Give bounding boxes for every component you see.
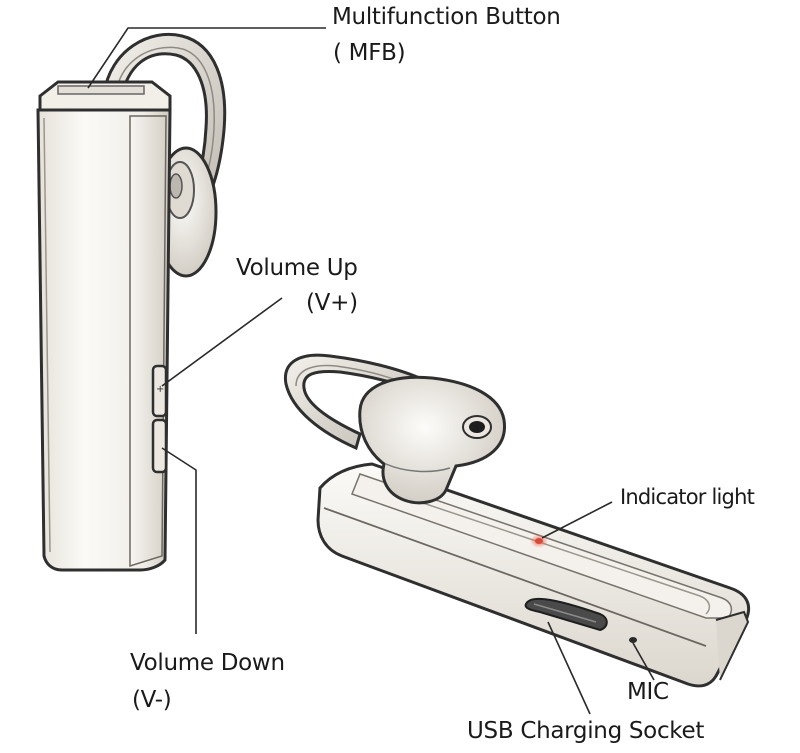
usb-socket-label: USB Charging Socket	[467, 718, 705, 744]
volume-down-label: Volume Down	[130, 650, 285, 676]
volume-up-label: Volume Up	[236, 255, 358, 281]
right-headset	[283, 353, 751, 688]
mfb-callout-line	[87, 27, 326, 89]
callout-lines	[87, 27, 655, 715]
mfb-label: Multifunction Button	[332, 4, 561, 30]
indicator-light-label: Indicator light	[620, 485, 755, 509]
left-volume-up-button	[151, 364, 168, 418]
mfb-abbrev-label: ( MFB)	[333, 40, 406, 66]
mic-callout-line	[632, 642, 655, 681]
right-ear-bud	[358, 375, 506, 505]
left-volume-down-button	[151, 418, 168, 474]
indicator-callout-line	[541, 501, 613, 539]
usb-callout-line	[547, 621, 591, 715]
svg-text:+: +	[156, 384, 164, 395]
volume-down-abbrev-label: (V-)	[132, 687, 172, 713]
mic-hole	[629, 637, 637, 643]
volume-down-callout-line	[161, 447, 197, 634]
usb-charging-socket	[524, 597, 608, 632]
volume-up-abbrev-label: (V+)	[306, 290, 358, 316]
mic-label: MIC	[627, 679, 669, 705]
left-headset: +	[36, 32, 227, 572]
indicator-light	[535, 538, 543, 544]
volume-up-callout-line	[161, 297, 283, 387]
